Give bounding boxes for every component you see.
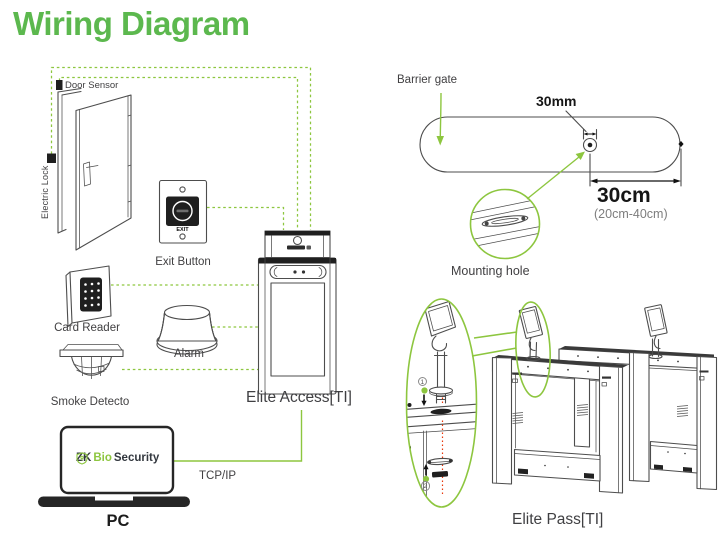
alarm-label: Alarm xyxy=(173,347,205,360)
elite-pass-label: Elite Pass[TI] xyxy=(512,510,604,528)
mounting-hole-detail xyxy=(469,151,585,260)
elite-access-label: Elite Access[TI] xyxy=(246,388,352,406)
card-reader-label: Card Reader xyxy=(54,321,120,334)
barrier-gate-label: Barrier gate xyxy=(397,73,458,86)
door-drawing xyxy=(57,87,132,251)
elite-pass-drawing xyxy=(491,301,718,494)
barrier-gate-arrow xyxy=(436,92,444,146)
shield-icon xyxy=(76,451,88,465)
barrier-gate-drawing xyxy=(419,110,684,187)
card-reader-drawing xyxy=(65,265,112,328)
mounting-hole-label: Mounting hole xyxy=(451,263,530,278)
page-title: Wiring Diagram xyxy=(13,5,250,42)
pc-label: PC xyxy=(106,512,130,530)
door-sensor-block xyxy=(56,80,63,90)
logo-bio: Bio xyxy=(93,451,112,464)
exit-button-drawing xyxy=(158,179,208,244)
exit-button-text: EXIT xyxy=(176,226,189,233)
wiring-dashed-lines xyxy=(50,66,312,371)
hole-width-label: 30mm xyxy=(536,92,577,109)
elite-access-drawing xyxy=(257,230,337,395)
tcpip-label: TCP/IP xyxy=(199,469,237,482)
step-2-badge: 2 xyxy=(420,481,430,491)
smoke-detector-label: Smoke Detecto xyxy=(50,395,130,408)
tcpip-cable xyxy=(174,410,303,462)
distance-range-label: (20cm-40cm) xyxy=(594,206,668,221)
exit-button-label: Exit Button xyxy=(155,255,211,268)
installation-detail xyxy=(405,298,518,508)
pc-drawing xyxy=(38,425,190,507)
distance-label: 30cm xyxy=(597,184,651,207)
logo-security: Security xyxy=(113,451,160,464)
smoke-detector-drawing xyxy=(59,344,124,379)
door-sensor-label: Door Sensor xyxy=(65,79,119,91)
electric-lock-label: Electric Lock xyxy=(40,165,50,219)
alarm-drawing xyxy=(156,304,218,355)
electric-lock-block xyxy=(47,153,56,163)
step-1-badge: 1 xyxy=(417,376,427,386)
